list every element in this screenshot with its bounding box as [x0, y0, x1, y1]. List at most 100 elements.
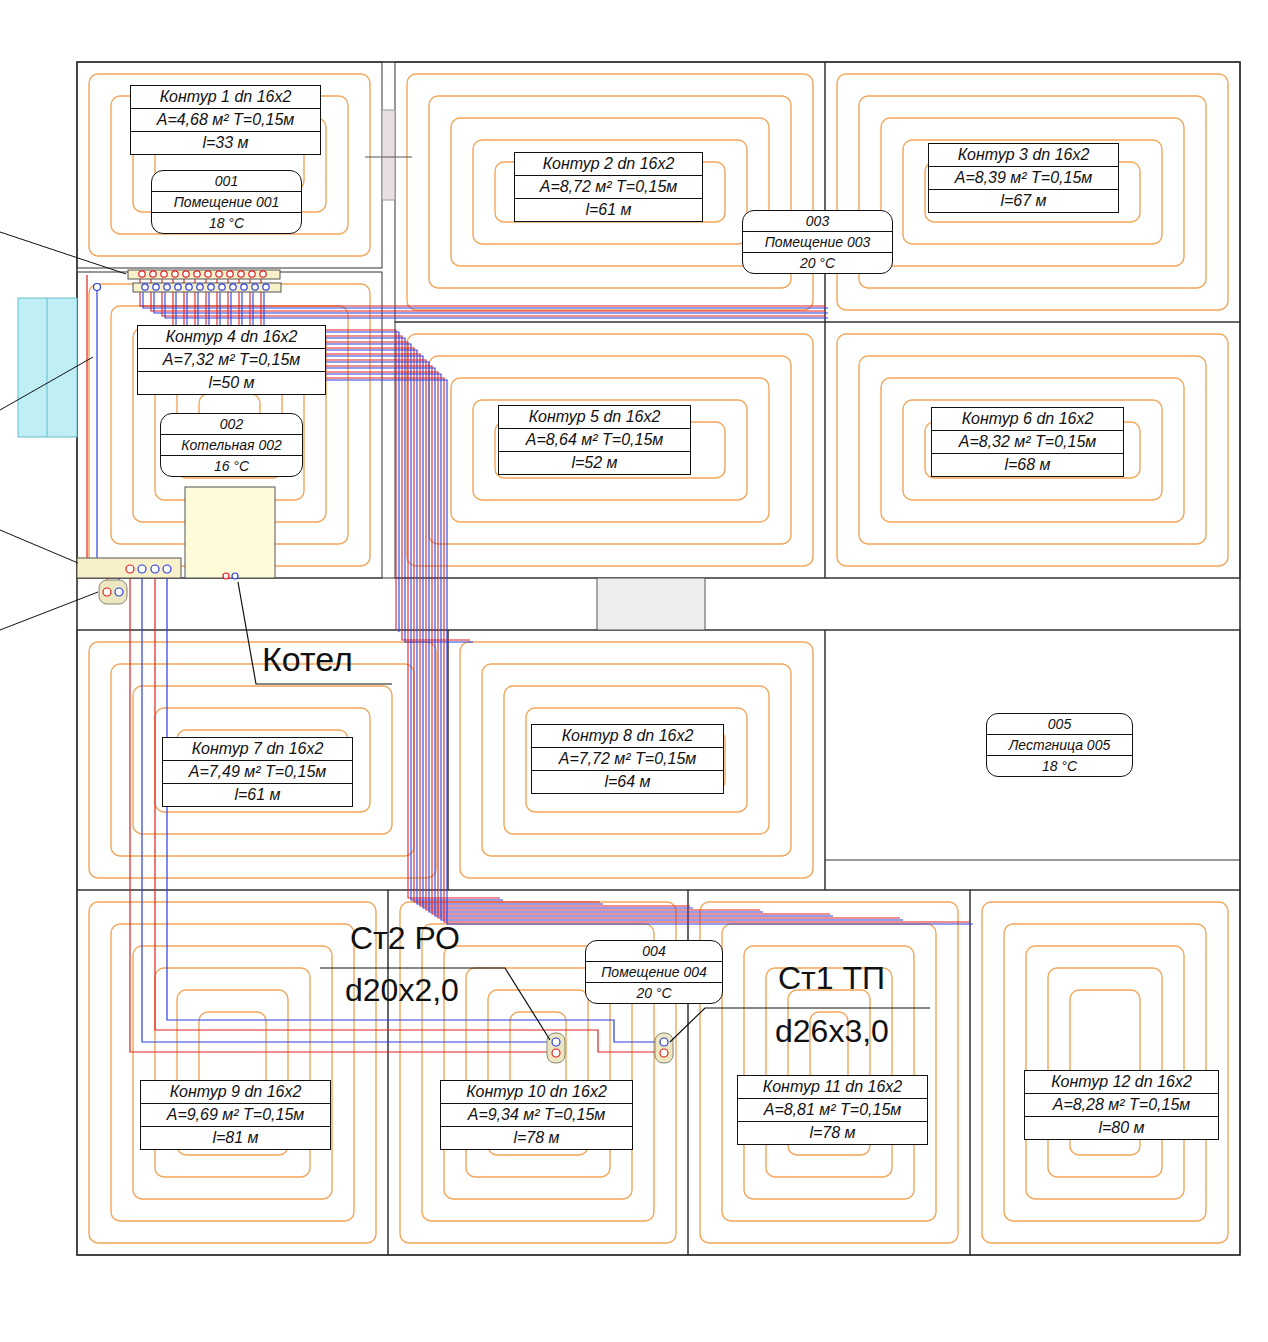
- contour-length: l=50 м: [138, 372, 325, 394]
- return-pipe: [264, 290, 973, 924]
- room-tag: 003Помещение 00320 °C: [742, 210, 893, 274]
- return-pipe: [253, 290, 903, 920]
- contour-box: Контур 8 dn 16x2A=7,72 м² T=0,15мl=64 м: [531, 724, 724, 794]
- riser: [99, 580, 127, 604]
- pipe-loop: [473, 400, 747, 500]
- equipment: [77, 270, 673, 1063]
- room-wall: [77, 630, 448, 890]
- manifold-port: [94, 284, 101, 291]
- room-wall: [395, 322, 825, 578]
- pipe-loop: [837, 74, 1228, 310]
- pipe-loop: [473, 140, 747, 244]
- pipe-loop: [526, 708, 747, 812]
- pipe-loop: [722, 924, 936, 1221]
- leader-line: [238, 582, 392, 684]
- contour-title: Контур 7 dn 16x2: [163, 738, 352, 761]
- contour-title: Контур 2 dn 16x2: [515, 153, 702, 176]
- room-name: Лестгница 005: [987, 735, 1132, 756]
- contour-box: Контур 11 dn 16x2A=8,81 м² T=0,15мl=78 м: [737, 1075, 928, 1145]
- pipe-loop: [155, 708, 370, 812]
- pipe-loop: [111, 664, 414, 856]
- manifold-port: [252, 284, 258, 290]
- pipe-loop: [407, 74, 813, 310]
- manifold-port: [151, 565, 159, 573]
- riser-pipe: [552, 1049, 560, 1057]
- contour-length: l=52 м: [499, 452, 690, 474]
- leader-line: [0, 592, 98, 630]
- manifold: [77, 558, 181, 578]
- manifold-port: [142, 284, 148, 290]
- room-temperature: 16 °C: [161, 456, 302, 476]
- contour-length: l=68 м: [932, 454, 1123, 476]
- contour-params: A=7,72 м² T=0,15м: [532, 748, 723, 771]
- room-tag: 004Помещение 00420 °C: [585, 940, 723, 1004]
- room-name: Помещение 004: [586, 962, 722, 983]
- room-tag: 005Лестгница 00518 °C: [986, 713, 1133, 777]
- manifold-port: [150, 271, 156, 277]
- manifold-port: [138, 565, 146, 573]
- manifold-port: [139, 271, 145, 277]
- contour-box: Контур 2 dn 16x2A=8,72 м² T=0,15мl=61 м: [514, 152, 703, 222]
- room-name: Помещение 001: [152, 192, 301, 213]
- contour-params: A=8,64 м² T=0,15м: [499, 429, 690, 452]
- contour-title: Контур 11 dn 16x2: [738, 1076, 927, 1099]
- manifold-port: [249, 271, 255, 277]
- contour-title: Контур 1 dn 16x2: [131, 86, 320, 109]
- contour-params: A=8,39 м² T=0,15м: [929, 167, 1118, 190]
- contour-params: A=4,68 м² T=0,15м: [131, 109, 320, 132]
- contour-box: Контур 5 dn 16x2A=8,64 м² T=0,15мl=52 м: [498, 405, 691, 475]
- room-tag: 001Помещение 00118 °C: [151, 170, 302, 234]
- contour-title: Контур 4 dn 16x2: [138, 326, 325, 349]
- manifold-port: [263, 284, 269, 290]
- room-wall: [970, 890, 1240, 1255]
- manifold-port: [194, 271, 200, 277]
- return-pipe: [142, 578, 556, 1042]
- contour-box: Контур 4 dn 16x2A=7,32 м² T=0,15мl=50 м: [137, 325, 326, 395]
- pipe-loop: [451, 378, 769, 522]
- pipe-loop: [837, 334, 1228, 566]
- contour-box: Контур 6 dn 16x2A=8,32 м² T=0,15мl=68 м: [931, 407, 1124, 477]
- pipe-loop: [859, 356, 1206, 544]
- manifold-port: [172, 271, 178, 277]
- pipe-loop: [881, 118, 1184, 266]
- pipe-loop: [881, 378, 1184, 522]
- leader-line: [0, 232, 126, 274]
- manifold-port: [163, 565, 171, 573]
- contour-params: A=7,32 м² T=0,15м: [138, 349, 325, 372]
- manifold-port: [183, 271, 189, 277]
- contour-title: Контур 6 dn 16x2: [932, 408, 1123, 431]
- manifold-port: [216, 271, 222, 277]
- pipe-loop: [859, 96, 1206, 288]
- contour-length: l=61 м: [163, 784, 352, 806]
- room-temperature: 20 °C: [743, 253, 892, 273]
- room-number: 002: [161, 414, 302, 435]
- pipe-loop: [903, 140, 1162, 244]
- door: [597, 578, 705, 630]
- manifold-port: [153, 284, 159, 290]
- supply-pipes: [87, 275, 973, 1052]
- manifold-port: [260, 271, 266, 277]
- manifold-port: [238, 271, 244, 277]
- manifold-port: [161, 271, 167, 277]
- supply-pipe: [130, 578, 556, 1052]
- door-mark: [365, 157, 412, 158]
- room-wall: [688, 890, 970, 1255]
- room-wall: [448, 630, 825, 890]
- manifold: [133, 283, 281, 292]
- window-line: [47, 298, 48, 437]
- pipe-loop: [903, 400, 1162, 500]
- room-tag: 002Котельная 00216 °C: [160, 413, 303, 477]
- contour-length: l=78 м: [738, 1122, 927, 1144]
- contour-length: l=61 м: [515, 199, 702, 221]
- pipe-loop: [111, 924, 354, 1221]
- riser-pipe: [660, 1049, 668, 1057]
- riser-pipe: [103, 588, 111, 596]
- contour-params: A=8,72 м² T=0,15м: [515, 176, 702, 199]
- contour-title: Контур 10 dn 16x2: [441, 1081, 632, 1104]
- contour-params: A=8,81 м² T=0,15м: [738, 1099, 927, 1122]
- room-number: 003: [743, 211, 892, 232]
- contour-title: Контур 3 dn 16x2: [929, 144, 1118, 167]
- manifold: [128, 270, 280, 279]
- leader-line: [0, 357, 93, 410]
- boiler-label: Котел: [262, 640, 353, 679]
